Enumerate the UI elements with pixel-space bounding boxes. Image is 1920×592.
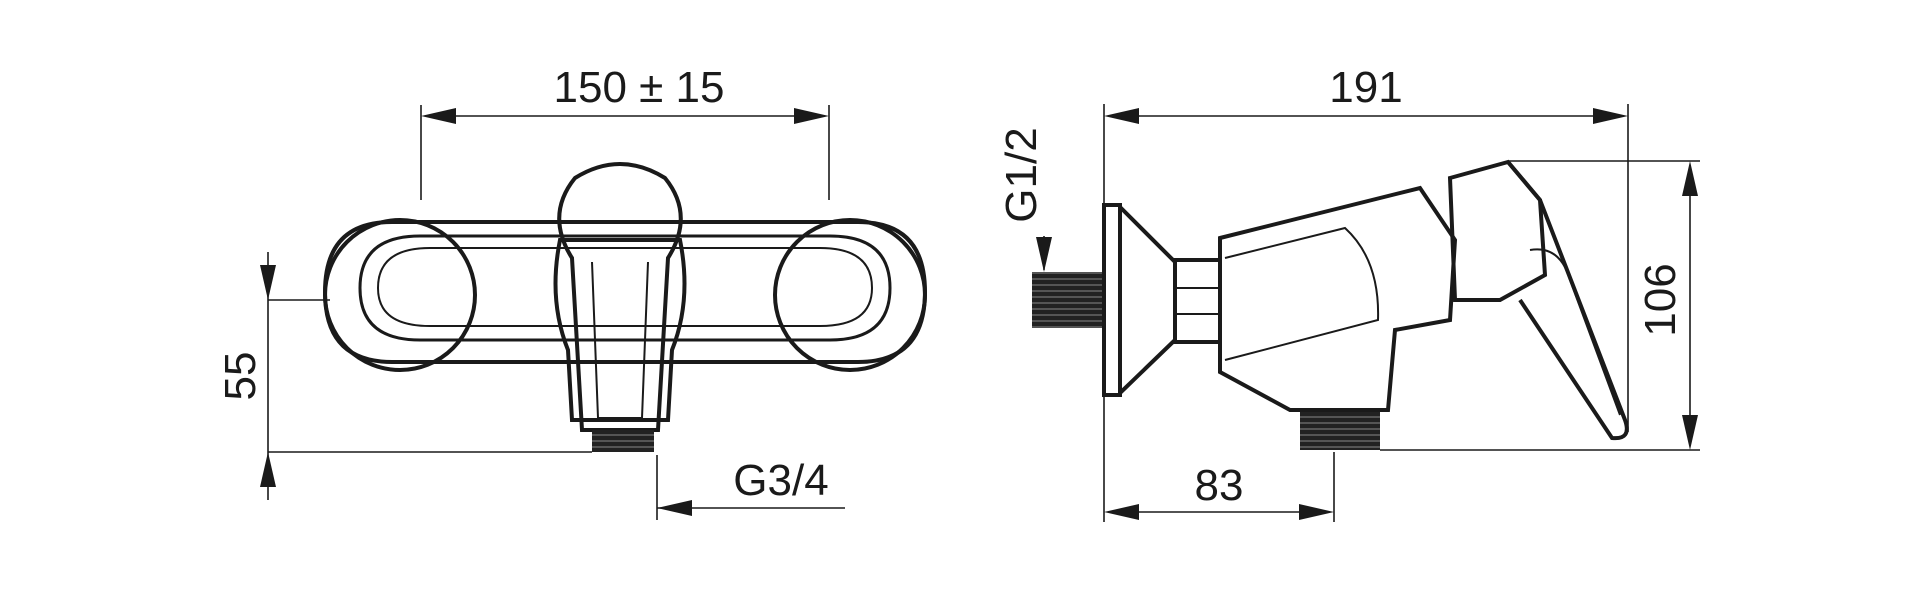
- mixer-body-detail: [376, 247, 874, 327]
- cartridge-housing: [553, 238, 687, 422]
- length-label: 191: [1329, 63, 1402, 112]
- side-height-arrow-bottom: [1682, 415, 1698, 450]
- length-arrow-left: [1104, 108, 1139, 124]
- height-arrow-top: [260, 265, 276, 300]
- depth-arrow-right: [1299, 504, 1334, 520]
- height-arrow-bottom: [260, 452, 276, 487]
- side-body-detail: [1224, 226, 1380, 361]
- thread-arrow: [657, 500, 692, 516]
- lever-handle-detail: [591, 261, 649, 419]
- side-body: [1218, 185, 1458, 412]
- front-view: 150 ± 15 55 G3/4: [216, 63, 928, 520]
- handle-cap: [1447, 159, 1548, 302]
- side-height-arrow-top: [1682, 161, 1698, 196]
- cone-escutcheon: [1118, 205, 1177, 395]
- depth-label: 83: [1195, 461, 1244, 510]
- inlet-label: G1/2: [997, 127, 1046, 222]
- lever-handle: [557, 162, 683, 432]
- inlet-thread: [1032, 272, 1102, 328]
- width-label: 150 ± 15: [554, 63, 725, 112]
- height-label: 55: [216, 352, 265, 401]
- thread-label: G3/4: [733, 456, 828, 505]
- side-lever: [1506, 160, 1629, 441]
- outlet-thread: [592, 430, 654, 452]
- side-view: 191 106 83 G1/2: [997, 63, 1700, 522]
- depth-arrow-left: [1104, 504, 1139, 520]
- side-height-label: 106: [1636, 263, 1685, 336]
- mixer-body: [322, 220, 928, 364]
- mixer-body-inner: [358, 234, 892, 342]
- side-lever-detail: [1529, 248, 1621, 416]
- length-arrow-right: [1593, 108, 1628, 124]
- union-nut: [1173, 258, 1222, 344]
- inlet-arrow: [1036, 237, 1052, 272]
- width-arrow-left: [421, 108, 456, 124]
- wall-plate: [1102, 203, 1122, 397]
- side-outlet-thread: [1300, 412, 1380, 450]
- width-arrow-right: [794, 108, 829, 124]
